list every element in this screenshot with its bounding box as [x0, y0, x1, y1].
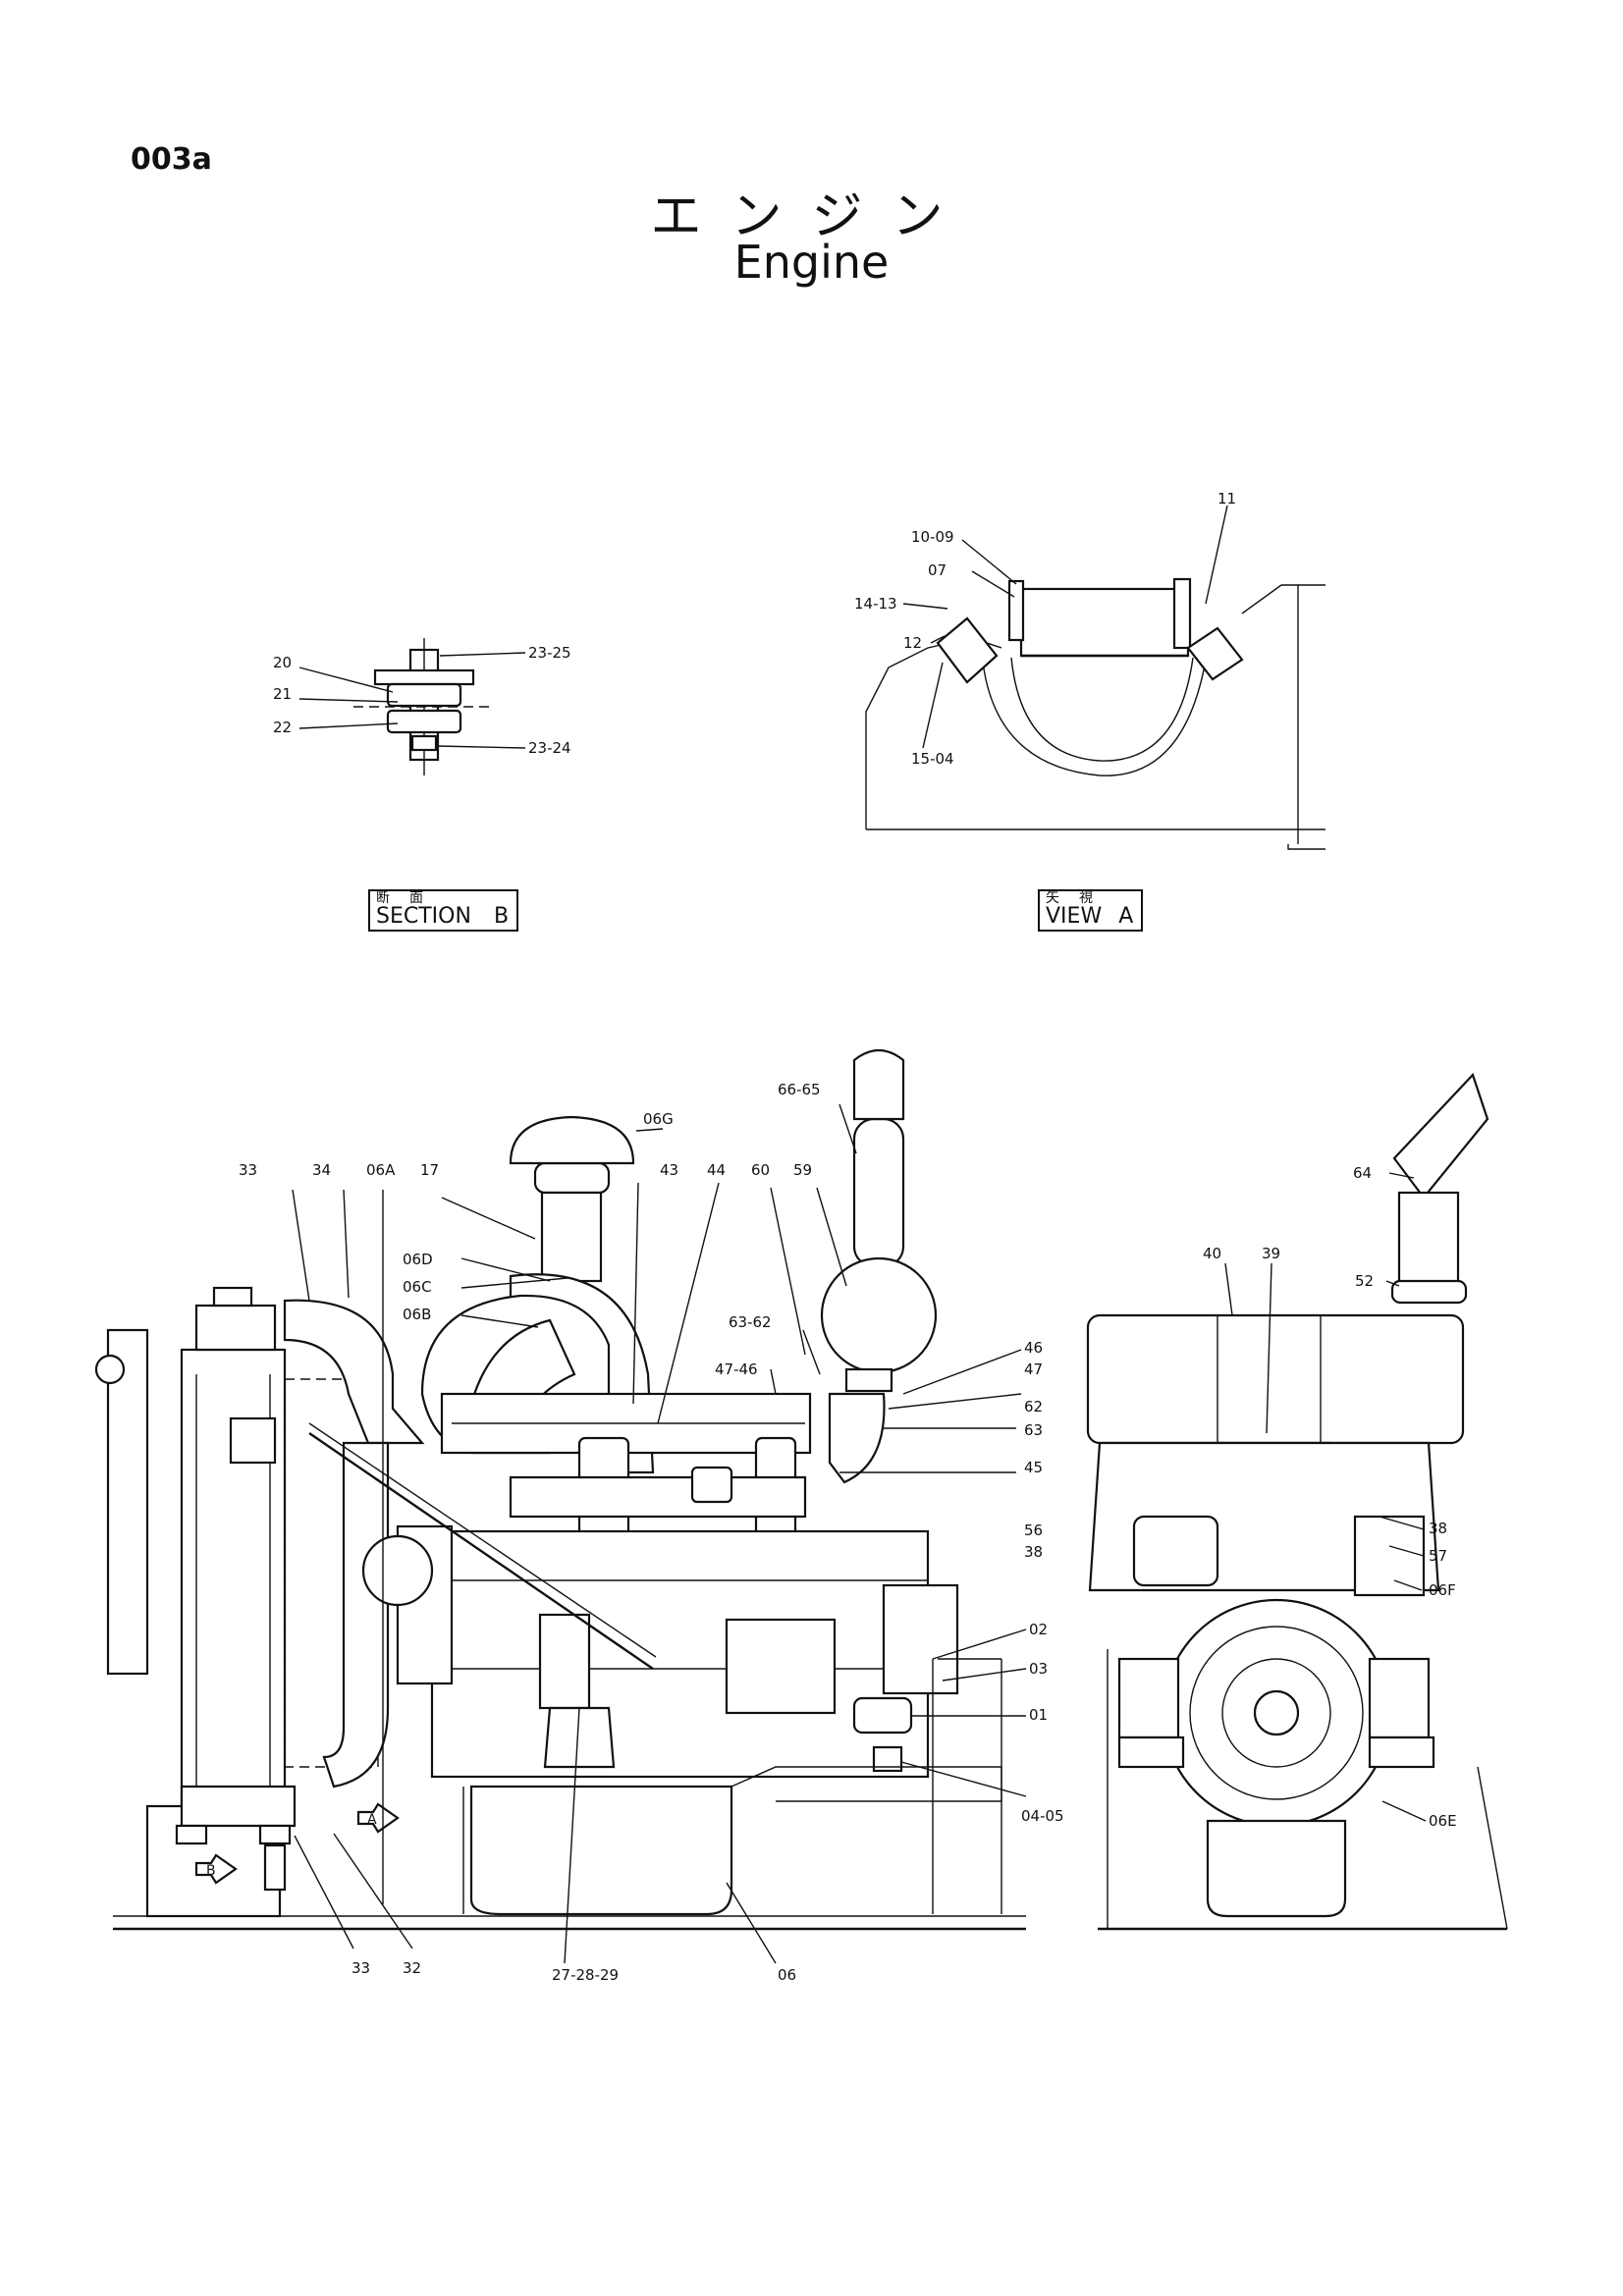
- callout-22: 22: [273, 719, 292, 736]
- section-b-label: 断面 SECTION B: [368, 889, 519, 932]
- section-b-marker: B: [206, 1863, 216, 1879]
- callout-45: 45: [1024, 1459, 1043, 1476]
- callout-14-13: 14-13: [854, 595, 897, 613]
- callout-03: 03: [1029, 1660, 1048, 1678]
- callout-64: 64: [1353, 1164, 1372, 1182]
- callout-63: 63: [1024, 1421, 1043, 1439]
- callout-23-24: 23-24: [528, 739, 571, 757]
- engine-end-view-drawing: [1086, 1072, 1508, 1931]
- callout-38-main: 38: [1024, 1543, 1043, 1561]
- callout-44: 44: [707, 1161, 726, 1179]
- section-b-label-text: SECTION: [376, 904, 471, 929]
- callout-06F: 06F: [1429, 1581, 1456, 1599]
- page-title: Engine: [733, 236, 890, 289]
- callout-33-bottom: 33: [352, 1959, 370, 1977]
- callout-06B: 06B: [403, 1306, 431, 1323]
- callout-06: 06: [778, 1966, 796, 1984]
- callout-43: 43: [660, 1161, 678, 1179]
- callout-59: 59: [793, 1161, 812, 1179]
- engine-side-view-drawing: [94, 1048, 1027, 1964]
- view-a-marker: A: [367, 1812, 377, 1828]
- callout-06E: 06E: [1429, 1812, 1457, 1830]
- callout-17: 17: [420, 1161, 439, 1179]
- section-b-drawing: [298, 638, 526, 775]
- callout-39: 39: [1262, 1245, 1280, 1262]
- callout-32: 32: [403, 1959, 421, 1977]
- callout-46: 46: [1024, 1339, 1043, 1357]
- page-code: 003a: [131, 142, 212, 177]
- callout-06D: 06D: [403, 1251, 433, 1268]
- callout-40: 40: [1203, 1245, 1221, 1262]
- page-title-japanese: エンジン: [650, 187, 973, 246]
- view-a-drawing: [865, 505, 1325, 850]
- callout-11: 11: [1217, 490, 1236, 507]
- view-a-label-letter: A: [1118, 904, 1134, 929]
- section-b-label-letter: B: [494, 904, 510, 929]
- callout-07: 07: [928, 561, 947, 579]
- callout-06C: 06C: [403, 1278, 432, 1296]
- callout-33-top: 33: [239, 1161, 257, 1179]
- callout-01: 01: [1029, 1706, 1048, 1724]
- callout-23-25: 23-25: [528, 644, 571, 662]
- callout-47: 47: [1024, 1361, 1043, 1378]
- callout-02: 02: [1029, 1621, 1048, 1638]
- callout-47-46: 47-46: [715, 1361, 758, 1378]
- callout-34: 34: [312, 1161, 331, 1179]
- callout-04-05: 04-05: [1021, 1807, 1064, 1825]
- callout-06G: 06G: [643, 1110, 674, 1128]
- callout-62: 62: [1024, 1398, 1043, 1415]
- callout-06A: 06A: [366, 1161, 396, 1179]
- callout-15-04: 15-04: [911, 750, 954, 768]
- callout-10-09: 10-09: [911, 528, 954, 546]
- callout-12: 12: [903, 634, 922, 652]
- callout-38-end: 38: [1429, 1520, 1447, 1537]
- callout-52: 52: [1355, 1272, 1374, 1290]
- view-a-label-jp: 矢視: [1046, 890, 1112, 906]
- callout-66-65: 66-65: [778, 1081, 821, 1098]
- callout-27-28-29: 27-28-29: [552, 1966, 619, 1984]
- callout-56: 56: [1024, 1522, 1043, 1539]
- callout-21: 21: [273, 685, 292, 703]
- section-b-label-jp: 断面: [376, 890, 443, 906]
- callout-20: 20: [273, 654, 292, 671]
- view-a-label-text: VIEW: [1046, 904, 1103, 929]
- callout-57: 57: [1429, 1547, 1447, 1565]
- callout-60: 60: [751, 1161, 770, 1179]
- callout-63-62: 63-62: [729, 1313, 772, 1331]
- view-a-label: 矢視 VIEW A: [1038, 889, 1144, 932]
